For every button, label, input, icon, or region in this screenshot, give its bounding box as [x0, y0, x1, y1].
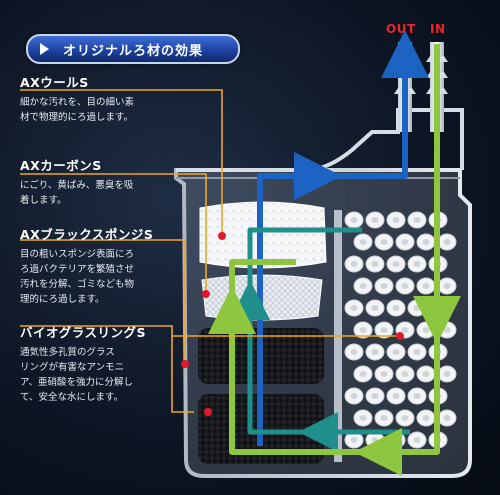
- media-title-bio: バイオグラスリングS: [20, 325, 147, 340]
- media-desc-sponge: 目の粗いスポンジ表面にろ ろ過バクテリアを繁殖させ 汚れを分解、ゴミなども物 理…: [20, 249, 135, 305]
- glass-ring-hole: [392, 217, 400, 223]
- marker-sponge-lower: [204, 408, 212, 416]
- marker-sponge-upper: [181, 360, 189, 368]
- marker-carbon: [202, 290, 210, 298]
- glass-ring-hole: [380, 283, 388, 289]
- glass-ring-hole: [350, 217, 358, 223]
- page-title: オリジナルろ材の効果: [62, 43, 203, 59]
- glass-ring-hole: [401, 415, 409, 421]
- glass-ring-hole: [371, 437, 379, 443]
- glass-ring-hole: [392, 349, 400, 355]
- media-title-carbon: AXカーボンS: [20, 158, 102, 173]
- glass-ring-hole: [350, 349, 358, 355]
- media-block-wool: AXウールS 細かな汚れを、目の細い素 材で物理的にろ過します。: [20, 72, 190, 125]
- glass-ring-hole: [371, 305, 379, 311]
- glass-ring-hole: [413, 217, 421, 223]
- glass-ring-hole: [413, 393, 421, 399]
- glass-ring-hole: [422, 283, 430, 289]
- in-label: IN: [430, 22, 446, 36]
- glass-ring-hole: [413, 261, 421, 267]
- glass-ring-hole: [350, 393, 358, 399]
- glass-ring-hole: [413, 349, 421, 355]
- glass-ring-hole: [392, 437, 400, 443]
- play-arrow-icon: [40, 43, 49, 55]
- media-block-carbon: AXカーボンS にごり、黄ばみ、悪臭を吸 着します。: [20, 155, 190, 208]
- glass-ring-hole: [401, 327, 409, 333]
- leader-lines: [20, 89, 400, 413]
- glass-ring-hole: [413, 437, 421, 443]
- glass-ring-hole: [371, 217, 379, 223]
- glass-ring-hole: [392, 305, 400, 311]
- media-block-bio: バイオグラスリングS 通気性多孔質のグラス リングが有害なアンモニ ア、亜硝酸を…: [20, 322, 190, 405]
- glass-ring-hole: [350, 261, 358, 267]
- glass-ring-hole: [401, 371, 409, 377]
- glass-ring-hole: [359, 327, 367, 333]
- glass-ring-hole: [443, 283, 451, 289]
- glass-ring-hole: [380, 371, 388, 377]
- glass-ring-hole: [380, 415, 388, 421]
- flow-path-inlet: [208, 44, 461, 476]
- glass-ring-hole: [371, 261, 379, 267]
- glass-ring-hole: [422, 415, 430, 421]
- glass-ring-hole: [359, 371, 367, 377]
- leader-line-bio-branch: [171, 336, 194, 413]
- glass-ring-hole: [359, 283, 367, 289]
- glass-ring-hole: [359, 239, 367, 245]
- glass-ring-hole: [443, 415, 451, 421]
- glass-ring-hole: [401, 283, 409, 289]
- glass-ring-hole: [350, 305, 358, 311]
- media-title-sponge: AXブラックスポンジS: [20, 227, 154, 242]
- media-desc-bio: 通気性多孔質のグラス リングが有害なアンモニ ア、亜硝酸を強力に分解し て、安全…: [20, 347, 134, 403]
- glass-ring-hole: [380, 327, 388, 333]
- glass-ring-hole: [413, 305, 421, 311]
- glass-ring-hole: [422, 371, 430, 377]
- marker-wool: [218, 232, 226, 240]
- glass-ring-hole: [380, 239, 388, 245]
- leader-line-carbon: [20, 173, 207, 294]
- glass-ring-hole: [422, 327, 430, 333]
- leader-line-sponge: [20, 239, 186, 364]
- glass-ring-hole: [443, 371, 451, 377]
- media-markers: [181, 232, 404, 416]
- media-desc-wool: 細かな汚れを、目の細い素 材で物理的にろ過します。: [20, 97, 135, 123]
- media-block-sponge: AXブラックスポンジS 目の粗いスポンジ表面にろ ろ過バクテリアを繁殖させ 汚れ…: [20, 224, 190, 307]
- glass-ring-hole: [371, 393, 379, 399]
- out-label: OUT: [386, 22, 416, 36]
- media-title-wool: AXウールS: [20, 75, 89, 90]
- glass-ring-hole: [392, 261, 400, 267]
- glass-ring-hole: [422, 239, 430, 245]
- title-banner: オリジナルろ材の効果: [26, 34, 240, 64]
- marker-bio: [396, 332, 404, 340]
- leader-line-wool: [20, 89, 223, 236]
- glass-ring-hole: [443, 327, 451, 333]
- glass-ring-hole: [350, 437, 358, 443]
- glass-ring-hole: [443, 239, 451, 245]
- glass-ring-hole: [371, 349, 379, 355]
- glass-ring-hole: [359, 415, 367, 421]
- media-desc-carbon: にごり、黄ばみ、悪臭を吸 着します。: [20, 180, 134, 206]
- leader-line-bio: [20, 325, 400, 337]
- glass-ring-hole: [392, 393, 400, 399]
- glass-ring-hole: [401, 239, 409, 245]
